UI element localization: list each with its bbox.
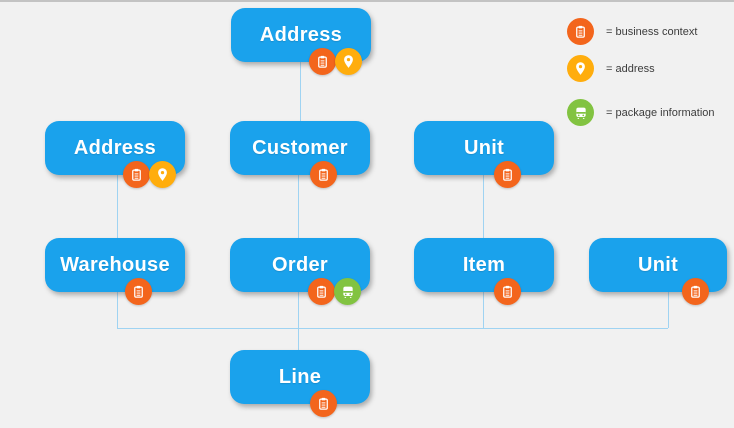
- badge-group: [125, 278, 152, 305]
- business-context-icon: [310, 161, 337, 188]
- node-customer: Customer: [230, 121, 370, 188]
- node-unit-right: Unit: [589, 238, 727, 305]
- badge-group: [310, 161, 337, 188]
- node-label: Address: [259, 23, 343, 46]
- badge-group: [494, 278, 521, 305]
- connector-unitright-bus: [668, 292, 669, 328]
- business-context-icon: [125, 278, 152, 305]
- connector-customer-order: [298, 175, 299, 238]
- window-top-edge: [0, 0, 734, 2]
- node-warehouse: Warehouse: [45, 238, 185, 305]
- business-context-icon: [308, 278, 335, 305]
- legend-item-package-information: = package information: [567, 99, 715, 126]
- connector-addresstop-customer: [300, 62, 301, 121]
- node-label: Address: [73, 136, 157, 159]
- node-line: Line: [230, 350, 370, 417]
- badge-group: [123, 161, 176, 188]
- legend-label: = business context: [606, 25, 698, 38]
- node-label: Customer: [252, 136, 348, 159]
- legend-label: = address: [606, 62, 655, 75]
- connector-unit-item: [483, 175, 484, 238]
- badge-group: [310, 390, 337, 417]
- package-information-icon: [334, 278, 361, 305]
- business-context-icon: [494, 278, 521, 305]
- business-context-icon: [310, 390, 337, 417]
- address-icon: [149, 161, 176, 188]
- connector-warehouse-bus: [117, 292, 118, 328]
- business-context-icon: [309, 48, 336, 75]
- business-context-icon: [567, 18, 594, 45]
- node-label: Line: [278, 365, 322, 388]
- connector-address-warehouse: [117, 175, 118, 238]
- node-address-top: Address: [231, 8, 371, 75]
- address-icon: [567, 55, 594, 82]
- package-information-icon: [567, 99, 594, 126]
- badge-group: [494, 161, 521, 188]
- connector-bus-horizontal: [117, 328, 668, 329]
- node-order: Order: [230, 238, 370, 305]
- node-item: Item: [414, 238, 554, 305]
- node-label: Item: [462, 253, 506, 276]
- node-unit-middle: Unit: [414, 121, 554, 188]
- connector-order-line: [298, 292, 299, 350]
- legend-label: = package information: [606, 106, 715, 119]
- business-context-icon: [494, 161, 521, 188]
- node-label: Unit: [637, 253, 679, 276]
- badge-group: [308, 278, 361, 305]
- business-context-icon: [682, 278, 709, 305]
- node-label: Warehouse: [60, 253, 170, 276]
- node-address-left: Address: [45, 121, 185, 188]
- connector-item-bus: [483, 292, 484, 328]
- legend-item-address: = address: [567, 55, 655, 82]
- badge-group: [682, 278, 709, 305]
- node-label: Order: [272, 253, 328, 276]
- legend-item-business-context: = business context: [567, 18, 697, 45]
- address-icon: [335, 48, 362, 75]
- badge-group: [309, 48, 362, 75]
- node-label: Unit: [463, 136, 505, 159]
- business-context-icon: [123, 161, 150, 188]
